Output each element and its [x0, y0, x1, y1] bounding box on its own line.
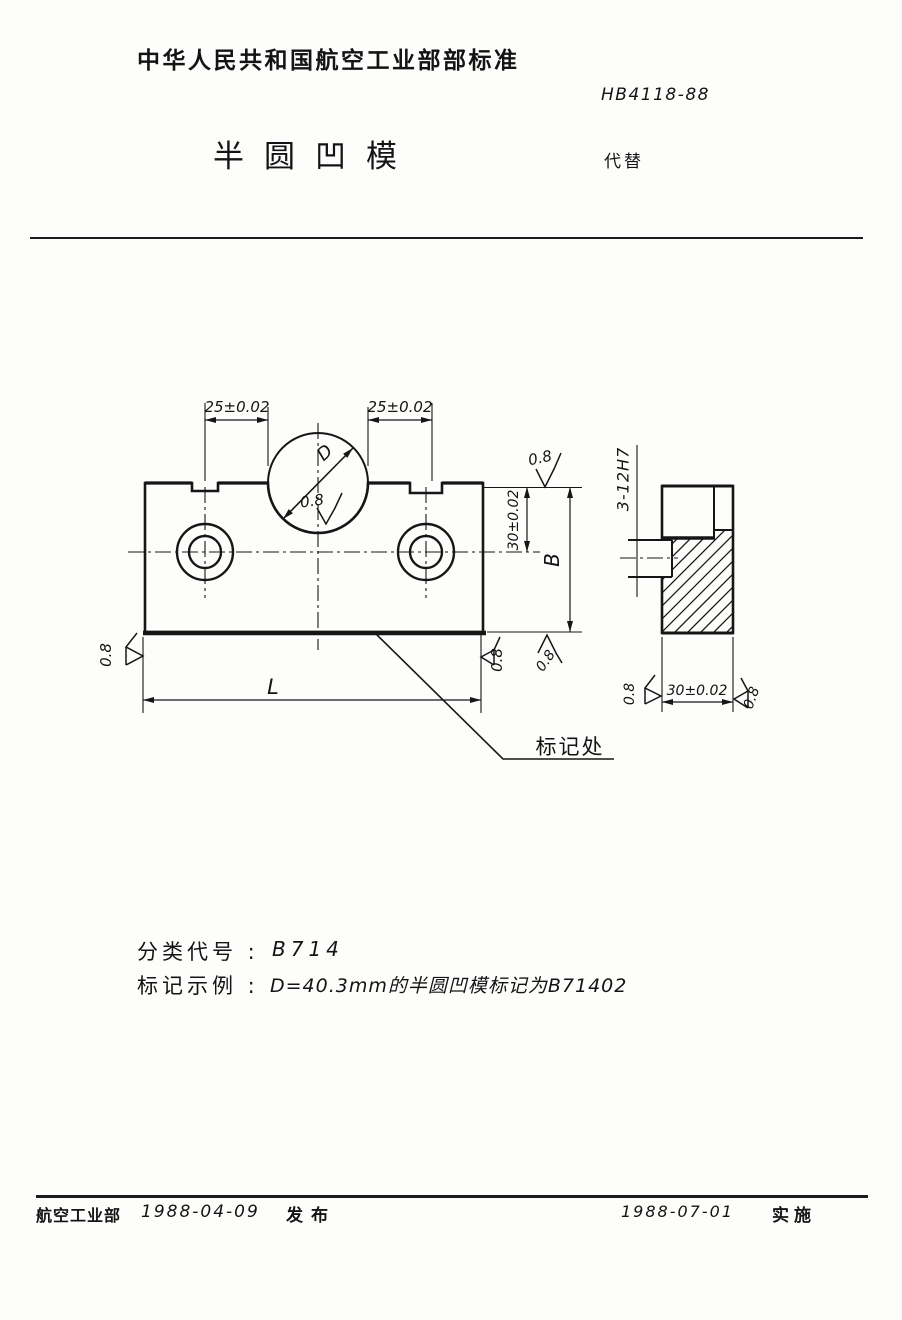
supersedes-note: 代替 [604, 152, 644, 172]
length-label: L [267, 675, 279, 699]
footer-impl-date: 1988-07-01 [621, 1202, 734, 1221]
document-title: 半圆凹模 [213, 139, 417, 175]
marking-example-value: D=40.3mm的半圆凹模标记为B71402 [270, 975, 628, 997]
classification-label: 分类代号 : [137, 940, 259, 964]
side-left-roughness-label: 0.8 [622, 682, 638, 706]
footer-org: 航空工业部 [36, 1206, 122, 1225]
dim-center-height-label: 30±0.02 [506, 489, 522, 551]
height-label: B [540, 553, 564, 567]
left-roughness-label: 0.8 [97, 643, 115, 667]
side-thickness-label: 30±0.02 [666, 683, 728, 699]
standard-number: HB4118-88 [601, 85, 710, 105]
ministry-title: 中华人民共和国航空工业部部标准 [137, 48, 520, 74]
mark-location-label: 标记处 [535, 735, 605, 759]
header-rule [30, 237, 863, 239]
marking-example-label: 标记示例 : [137, 974, 259, 998]
holes-spec-label: 3-12H7 [613, 446, 633, 512]
dim-left-offset-label: 25±0.02 [204, 398, 270, 416]
footer-issue-date: 1988-04-09 [141, 1202, 260, 1222]
footer-rule [36, 1195, 868, 1198]
right-roughness-label: 0.8 [488, 648, 506, 672]
dim-right-offset-label: 25±0.02 [367, 398, 433, 416]
classification-value: B714 [272, 937, 344, 961]
cavity-roughness-label: 0.8 [298, 490, 326, 512]
footer-impl-label: 实施 [772, 1206, 816, 1226]
footer-issue-label: 发布 [286, 1206, 336, 1226]
